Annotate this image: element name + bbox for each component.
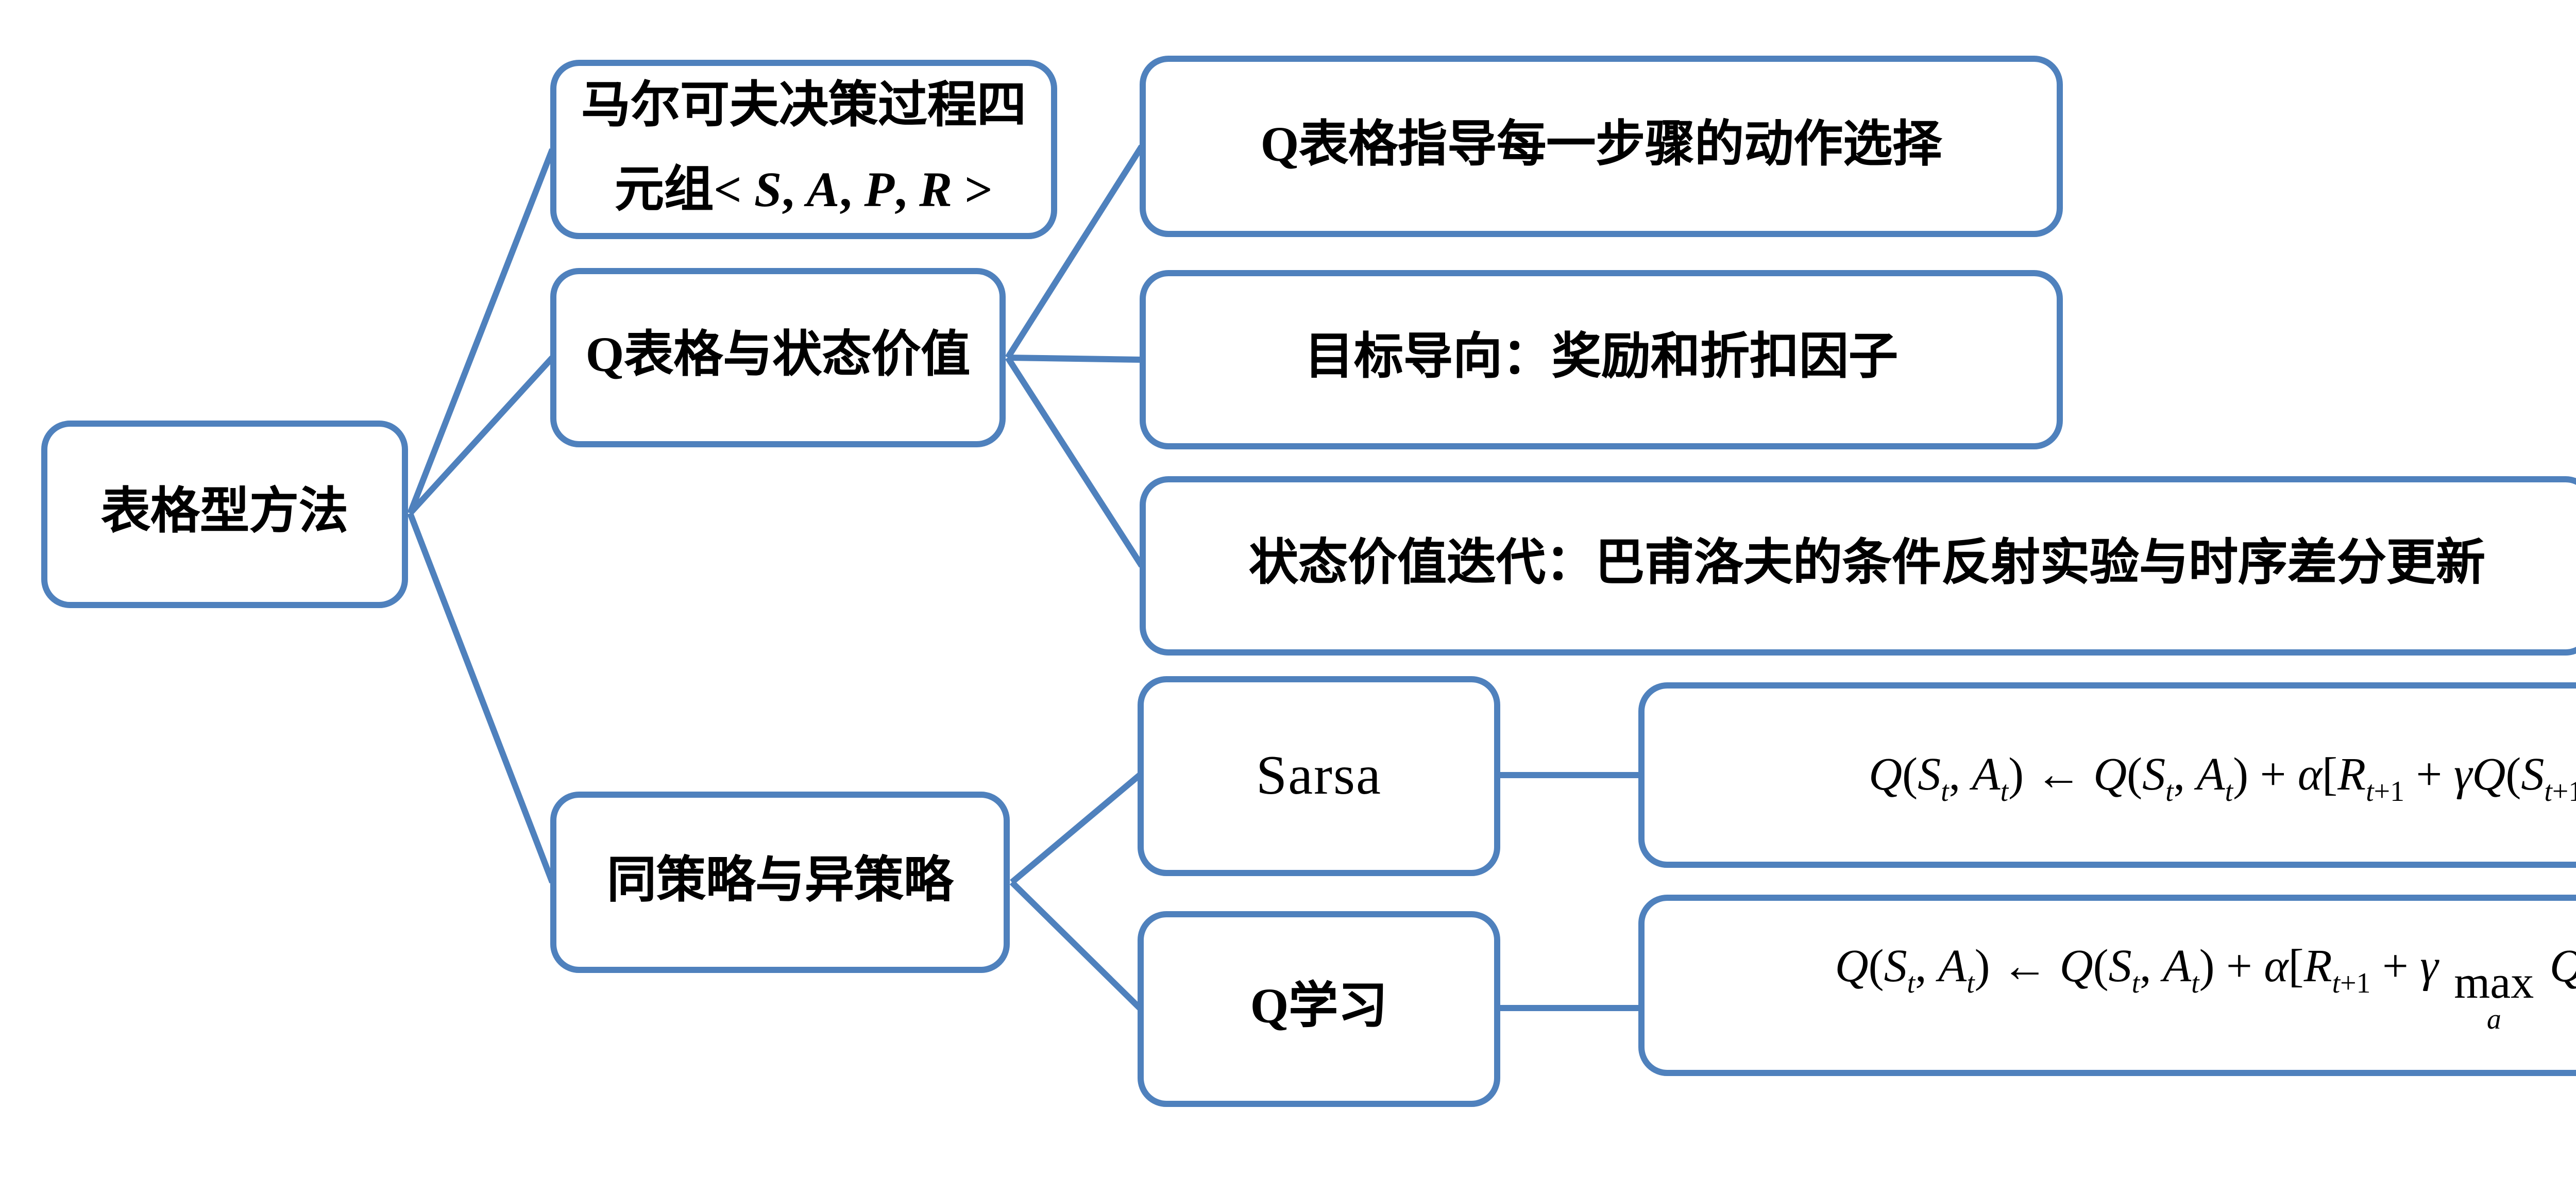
connector-policy-qlearn <box>1009 880 1142 1011</box>
mdp-tuple-node: 马尔可夫决策过程四 元组< S, A, P, R > <box>550 60 1057 239</box>
root-node-tabular-methods: 表格型方法 <box>41 421 408 608</box>
qtable-state-value-label: Q表格与状态价值 <box>585 330 971 384</box>
connector-root-mdp <box>407 148 555 515</box>
on-off-policy-node: 同策略与异策略 <box>550 792 1010 973</box>
qtable-child-action-selection-label: Q表格指导每一步骤的动作选择 <box>1260 119 1942 173</box>
qtable-child-goal-oriented-label: 目标导向：奖励和折扣因子 <box>1304 332 1898 386</box>
connector-qtable-child1 <box>1005 144 1145 360</box>
connector-qtable-child3 <box>1005 356 1145 568</box>
mdp-tuple-label: 马尔可夫决策过程四 元组< S, A, P, R > <box>581 79 1026 217</box>
connector-root-policy <box>407 512 555 884</box>
sarsa-update-formula-node: Q(St, At) ← Q(St, At) + α[Rt+1 + γQ(St+1… <box>1638 682 2576 868</box>
sarsa-label: Sarsa <box>1256 744 1382 806</box>
connector-qtable-child2 <box>1007 355 1142 363</box>
sarsa-node: Sarsa <box>1138 676 1500 876</box>
qlearning-node: Q学习 <box>1138 911 1500 1107</box>
qtable-child-goal-oriented: 目标导向：奖励和折扣因子 <box>1140 270 2063 449</box>
qlearning-label: Q学习 <box>1250 981 1388 1035</box>
root-node-label: 表格型方法 <box>101 486 348 541</box>
qtable-child-value-iteration-label: 状态价值迭代：巴甫洛夫的条件反射实验与时序差分更新 <box>1249 538 2485 592</box>
connector-policy-sarsa <box>1010 773 1142 885</box>
on-off-policy-label: 同策略与异策略 <box>607 854 953 909</box>
sarsa-update-formula: Q(St, At) ← Q(St, At) + α[Rt+1 + γQ(St+1… <box>1869 747 2576 809</box>
qtable-child-action-selection: Q表格指导每一步骤的动作选择 <box>1140 56 2063 237</box>
connector-root-qtable <box>408 355 555 516</box>
qtable-state-value-node: Q表格与状态价值 <box>550 268 1006 447</box>
qtable-child-value-iteration: 状态价值迭代：巴甫洛夫的条件反射实验与时序差分更新 <box>1140 476 2576 656</box>
